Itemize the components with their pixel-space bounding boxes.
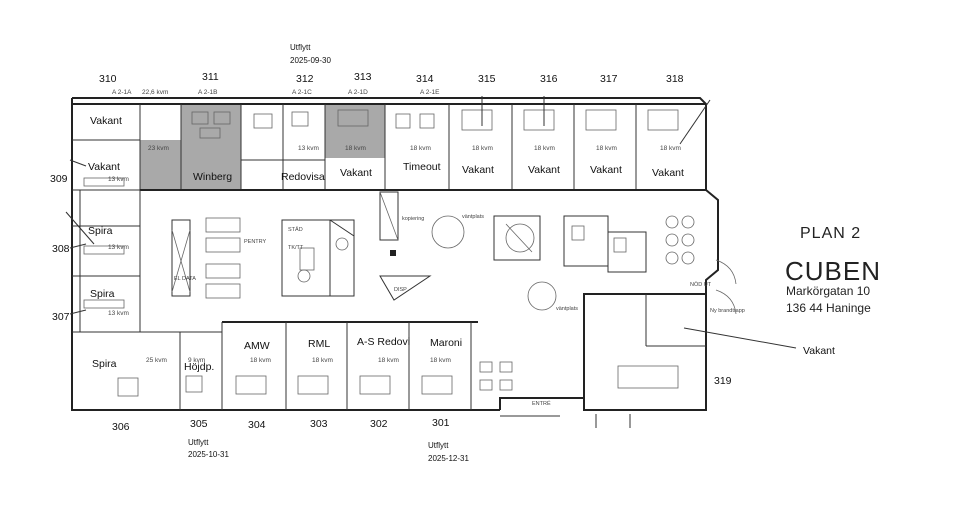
- room-number-310: 310: [99, 73, 117, 85]
- zone-code-a21e: A 2-1E: [420, 89, 440, 96]
- room-number-301: 301: [432, 417, 450, 429]
- moveout-note-305-date: 2025-10-31: [188, 450, 229, 459]
- area-317: 18 kvm: [596, 145, 617, 152]
- room-number-311: 311: [202, 71, 219, 83]
- label-tktt: TK/TT: [288, 245, 304, 251]
- tenant-308: Spira: [88, 225, 113, 237]
- area-311: 23 kvm: [148, 145, 169, 152]
- area-315: 18 kvm: [472, 145, 493, 152]
- zone-code-a21c: A 2-1C: [292, 89, 312, 96]
- area-310: 22,6 kvm: [142, 89, 168, 96]
- label-ny-brandtrapp: Ny brandtrapp: [710, 308, 745, 314]
- label-vantplats-2: väntplats: [556, 306, 578, 312]
- tenant-304: AMW: [244, 340, 270, 352]
- area-307: 13 kvm: [108, 310, 129, 317]
- moveout-note-301-status: Utflytt: [428, 441, 449, 450]
- area-318: 18 kvm: [660, 145, 681, 152]
- bottom-row-walls: [179, 321, 478, 410]
- area-302: 18 kvm: [378, 357, 399, 364]
- room-number-309: 309: [50, 173, 68, 185]
- area-306: 25 kvm: [146, 357, 167, 364]
- tenant-317: Vakant: [590, 164, 622, 176]
- room-number-305: 305: [190, 418, 208, 430]
- area-309: 13 kvm: [108, 176, 129, 183]
- tenant-318: Vakant: [652, 167, 684, 179]
- room-313-shading: [325, 104, 385, 158]
- area-303: 18 kvm: [312, 357, 333, 364]
- tenant-303: RML: [308, 338, 330, 350]
- area-301: 18 kvm: [430, 357, 451, 364]
- room-number-315: 315: [478, 73, 496, 85]
- room-311-shading: [181, 104, 241, 190]
- top-row-walls: [72, 103, 706, 191]
- tenant-309: Vakant: [88, 161, 120, 173]
- area-314: 18 kvm: [410, 145, 431, 152]
- tenant-305: Höjdp.: [184, 361, 214, 373]
- room-number-314: 314: [416, 73, 434, 85]
- moveout-note-305-status: Utflytt: [188, 438, 209, 447]
- zone-code-a21a: A 2-1A: [112, 89, 132, 96]
- tenant-311: Winberg: [193, 171, 232, 183]
- zone-code-a21d: A 2-1D: [348, 89, 368, 96]
- address-street: Markörgatan 10: [786, 284, 870, 298]
- room-number-319: 319: [714, 375, 732, 387]
- label-kopiering: kopiering: [402, 216, 424, 222]
- tenant-301: Maroni: [430, 337, 462, 349]
- label-stad: STÄD: [288, 226, 303, 233]
- area-305: 9 kvm: [188, 357, 205, 364]
- plan-label: PLAN 2: [800, 225, 861, 242]
- building-name: CUBEN: [785, 256, 881, 286]
- label-el-data: EL DATA: [174, 276, 196, 282]
- label-entre: ENTRÉ: [532, 400, 551, 407]
- tenant-307: Spira: [90, 288, 115, 300]
- label-vantplats-1: väntplats: [462, 214, 484, 220]
- tenant-316: Vakant: [528, 164, 560, 176]
- office-furniture: [83, 109, 679, 397]
- leader-lines: [65, 96, 797, 428]
- room-number-312: 312: [296, 73, 314, 85]
- moveout-note-301-date: 2025-12-31: [428, 454, 469, 463]
- room-number-302: 302: [370, 418, 388, 430]
- area-313: 18 kvm: [345, 145, 366, 152]
- area-316: 18 kvm: [534, 145, 555, 152]
- moveout-note-313-status: Utflytt: [290, 43, 311, 52]
- tenant-319: Vakant: [803, 345, 835, 357]
- room-number-303: 303: [310, 418, 328, 430]
- room-number-308: 308: [52, 243, 70, 255]
- common-area-furniture: [205, 215, 737, 391]
- area-304: 18 kvm: [250, 357, 271, 364]
- tenant-306: Spira: [92, 358, 117, 370]
- area-308: 13 kvm: [108, 244, 129, 251]
- room-number-318: 318: [666, 73, 684, 85]
- core-area: [171, 191, 647, 301]
- room-number-304: 304: [248, 419, 266, 431]
- tenant-302: A-S Redovi: [357, 336, 410, 348]
- area-312: 13 kvm: [298, 145, 319, 152]
- label-pentry: PENTRY: [244, 239, 267, 245]
- room-310-annex-shading: [140, 140, 181, 190]
- room-319-walls: [583, 293, 707, 411]
- room-number-307: 307: [52, 311, 70, 323]
- moveout-note-313-date: 2025-09-30: [290, 56, 331, 65]
- zone-code-a21b: A 2-1B: [198, 89, 218, 96]
- tenant-310: Vakant: [90, 115, 122, 127]
- room-number-306: 306: [112, 421, 130, 433]
- tenant-313: Vakant: [340, 167, 372, 179]
- label-disp: DISP: [394, 287, 407, 293]
- room-number-317: 317: [600, 73, 618, 85]
- tenant-312: Redovisa: [281, 171, 325, 183]
- tenant-315: Vakant: [462, 164, 494, 176]
- room-number-316: 316: [540, 73, 558, 85]
- address-postal: 136 44 Haninge: [786, 301, 871, 315]
- tenant-314: Timeout: [403, 161, 441, 173]
- room-number-313: 313: [354, 71, 372, 83]
- left-column-walls: [72, 189, 222, 333]
- label-nod-ut: NÖD UT: [690, 281, 712, 288]
